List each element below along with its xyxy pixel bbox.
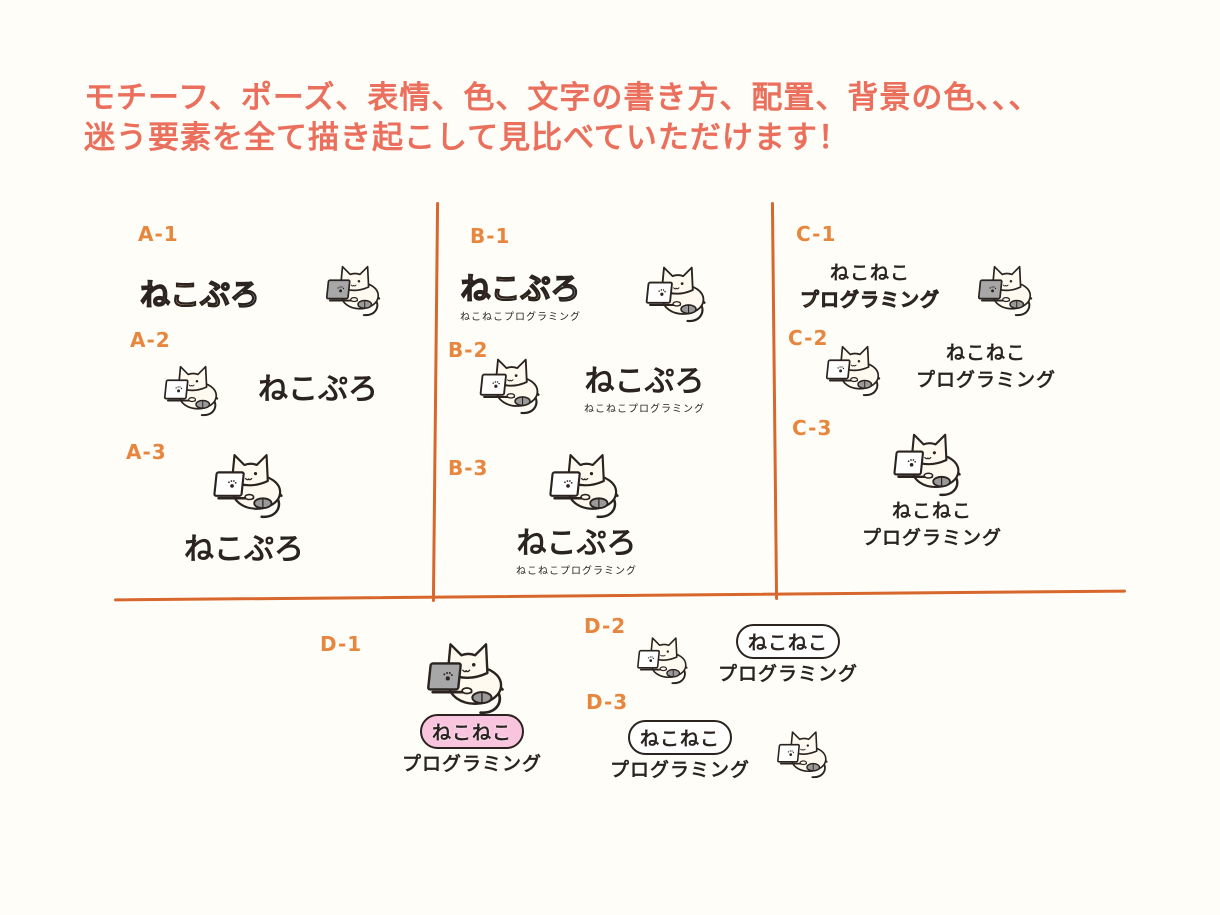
cat-at-laptop-icon xyxy=(427,643,504,715)
paw-icon xyxy=(907,459,917,467)
logo-text: ねこぷろ xyxy=(258,372,378,407)
variant-label-a3: A-3 xyxy=(126,440,167,464)
logo-name-bottom: プログラミング xyxy=(916,369,1057,391)
logo-name-top-wrap: ねこねこ xyxy=(402,714,542,749)
variant-label-b2: B-2 xyxy=(448,338,489,362)
logo-a1: ねこぷろ xyxy=(139,270,260,314)
logo-text: ねこぷろ xyxy=(139,270,260,314)
logo-b2: ねこぷろ ねこねこプログラミング xyxy=(584,356,705,415)
cat-at-laptop-icon xyxy=(777,731,828,779)
variant-label-c1: C-1 xyxy=(796,222,837,246)
logo-c2: ねこねこ プログラミング xyxy=(916,338,1056,392)
logo-a3: ねこぷろ xyxy=(184,524,304,568)
variant-label-b1: B-1 xyxy=(470,224,511,248)
logo-name-top: ねこねこ xyxy=(892,500,973,522)
logo-d1: ねこねこ プログラミング xyxy=(402,714,542,776)
divider-b-c xyxy=(770,201,779,601)
variant-label-a1: A-1 xyxy=(138,222,179,246)
logo-subtitle: ねこねこプログラミング xyxy=(584,404,705,415)
divider-top-bottom xyxy=(114,589,1126,602)
logo-name-bottom: プログラミング xyxy=(718,663,859,685)
logo-name-top-wrap: ねこねこ xyxy=(610,720,750,755)
divider-a-b xyxy=(431,201,440,603)
headline-line-2: 迷う要素を全て描き起こして見比べていただけます！ xyxy=(84,120,850,156)
logo-name-bottom: プログラミング xyxy=(402,753,543,775)
cat-at-laptop-icon xyxy=(825,345,881,397)
paw-icon xyxy=(564,480,573,488)
variant-label-c2: C-2 xyxy=(788,326,829,350)
cat-at-laptop-icon xyxy=(325,265,381,317)
variant-label-d3: D-3 xyxy=(586,690,629,714)
cat-at-laptop-icon xyxy=(479,358,540,415)
logo-name-top-wrap: ねこねこ xyxy=(718,624,858,659)
logo-name-bottom: プログラミング xyxy=(800,289,941,312)
cat-at-laptop-icon xyxy=(163,365,219,417)
logo-text: ねこぷろ xyxy=(184,532,304,567)
logo-c1: ねこねこ プログラミング xyxy=(800,258,940,312)
logo-name-top: ねこねこ xyxy=(946,342,1027,364)
logo-text: ねこぷろ xyxy=(460,264,581,308)
cat-at-laptop-icon xyxy=(893,433,961,497)
logo-name-top: ねこねこ xyxy=(420,714,525,749)
paw-icon xyxy=(837,366,845,373)
cat-at-laptop-icon xyxy=(645,266,706,323)
paw-icon xyxy=(175,386,183,393)
headline: モチーフ、ポーズ、表情、色、文字の書き方、配置、背景の色、、、 迷う要素を全て描… xyxy=(84,78,1040,158)
paw-icon xyxy=(228,480,237,488)
logo-subtitle: ねこねこプログラミング xyxy=(516,566,637,577)
variant-label-c3: C-3 xyxy=(792,416,833,440)
logo-c3: ねこねこ プログラミング xyxy=(862,496,1002,550)
logo-b1: ねこぷろ ねこねこプログラミング xyxy=(460,264,581,323)
logo-b3: ねこぷろ ねこねこプログラミング xyxy=(516,518,637,577)
paw-icon xyxy=(658,289,666,296)
cat-at-laptop-icon xyxy=(213,454,283,519)
logo-subtitle: ねこねこプログラミング xyxy=(460,312,581,323)
logo-name-bottom: プログラミング xyxy=(610,759,751,781)
paw-icon xyxy=(492,381,500,388)
variant-label-a2: A-2 xyxy=(130,328,171,352)
logo-name-top: ねこねこ xyxy=(736,624,841,659)
cat-at-laptop-icon xyxy=(977,265,1033,317)
cat-at-laptop-icon xyxy=(637,637,688,685)
logo-d3: ねこねこ プログラミング xyxy=(610,720,750,782)
logo-d2: ねこねこ プログラミング xyxy=(718,624,858,686)
logo-a2: ねこぷろ xyxy=(258,364,378,408)
logo-name-top: ねこねこ xyxy=(830,262,911,284)
variant-label-d1: D-1 xyxy=(320,632,363,656)
logo-text: ねこぷろ xyxy=(516,526,637,561)
variant-label-d2: D-2 xyxy=(584,614,627,638)
paw-icon xyxy=(443,672,453,681)
paw-icon xyxy=(787,750,795,756)
logo-text: ねこぷろ xyxy=(584,364,705,399)
paw-icon xyxy=(989,286,997,293)
paw-icon xyxy=(337,286,345,293)
logo-name-top: ねこねこ xyxy=(628,720,733,755)
variant-label-b3: B-3 xyxy=(448,456,489,480)
headline-line-1: モチーフ、ポーズ、表情、色、文字の書き方、配置、背景の色、、、 xyxy=(84,80,1041,116)
paw-icon xyxy=(647,656,655,662)
logo-name-bottom: プログラミング xyxy=(862,527,1003,549)
cat-at-laptop-icon xyxy=(549,454,619,519)
